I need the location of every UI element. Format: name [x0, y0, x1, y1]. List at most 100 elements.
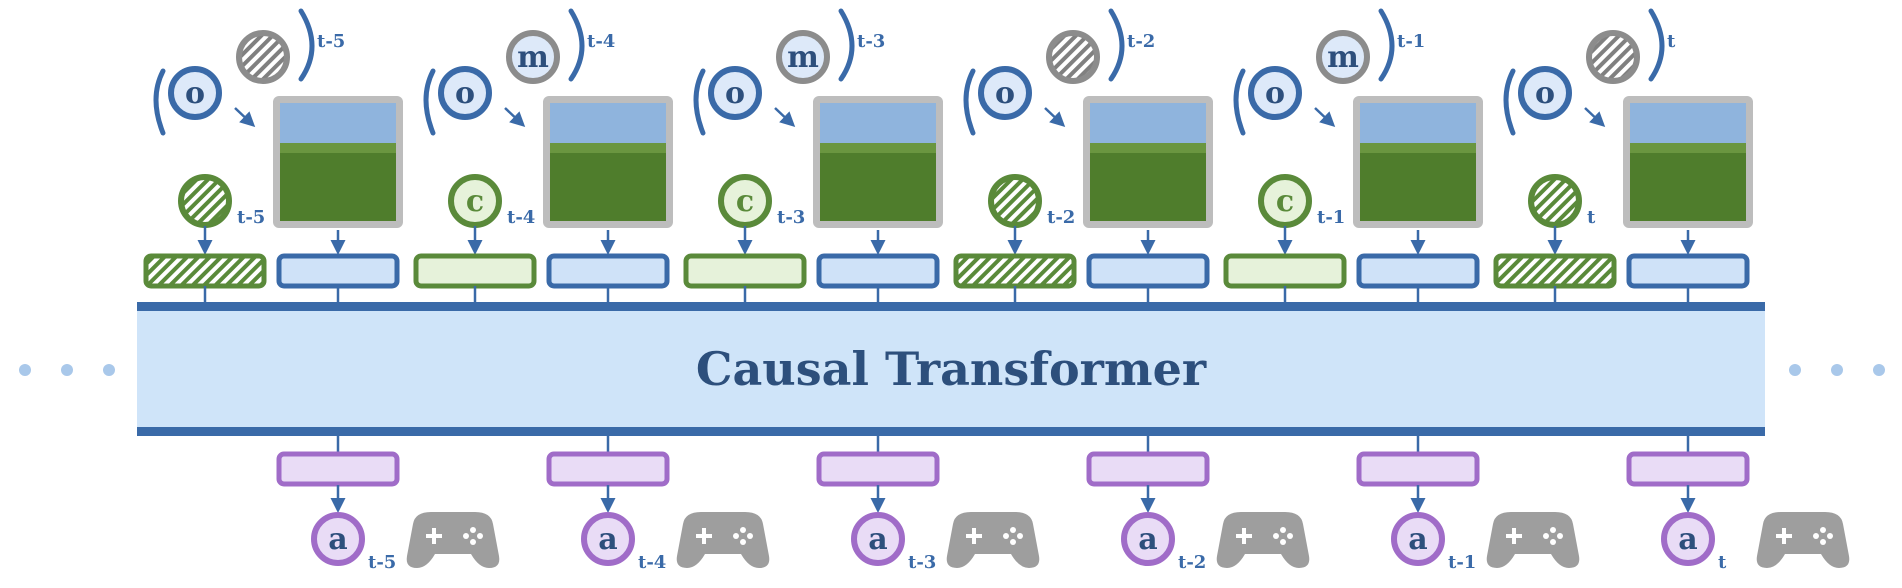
gamepad-icon [946, 512, 1040, 568]
action-letter: a [1678, 522, 1697, 557]
action-subscript: t-2 [1178, 552, 1206, 573]
gamepad-button [1543, 533, 1549, 539]
condition-token-empty [1528, 174, 1582, 228]
condition-token-empty [988, 174, 1042, 228]
frame-ground [820, 150, 936, 221]
gamepad-icon [406, 512, 500, 568]
gamepad-button [1827, 533, 1833, 539]
action-letter: a [868, 522, 887, 557]
condition-letter: c [1276, 184, 1294, 219]
gamepad-dpad-v [702, 528, 706, 544]
memory-subscript: t-4 [587, 31, 615, 52]
memory-token-empty [1586, 30, 1640, 84]
condition-token [448, 174, 502, 228]
observation-arrow [504, 107, 526, 128]
frame-horizon [1360, 143, 1476, 153]
frame-ground [280, 150, 396, 221]
action-token [1391, 512, 1445, 566]
frame-ground [1630, 150, 1746, 221]
action-letter: a [1408, 522, 1427, 557]
condition-subscript: t-1 [1317, 207, 1345, 228]
transformer-title: Causal Transformer [696, 342, 1207, 396]
frame-horizon [820, 143, 936, 153]
condition-embedding [953, 253, 1077, 289]
condition-token [718, 174, 772, 228]
gamepad-button [747, 533, 753, 539]
bracket-right [1378, 8, 1395, 82]
observation-token [978, 66, 1032, 120]
gamepad-icon [1486, 512, 1580, 568]
condition-embedding [683, 253, 807, 289]
gamepad-button [740, 527, 746, 533]
observation-letter: o [995, 76, 1015, 111]
action-letter: a [598, 522, 617, 557]
frame-horizon [550, 143, 666, 153]
observation-embedding [816, 253, 940, 289]
condition-subscript: t-3 [777, 207, 805, 228]
condition-subscript: t-2 [1047, 207, 1075, 228]
gamepad-button [470, 527, 476, 533]
gamepad-button [1010, 539, 1016, 545]
action-token [311, 512, 365, 566]
memory-subscript: t-1 [1397, 31, 1425, 52]
observation-arrow [774, 107, 796, 128]
condition-subscript: t-5 [237, 207, 265, 228]
timestep-t-2: ot-2t-2at-2 [953, 8, 1310, 573]
memory-token [1316, 30, 1370, 84]
memory-token [506, 30, 560, 84]
observation-token [708, 66, 762, 120]
bracket-left [153, 68, 166, 136]
action-subscript: t-5 [368, 552, 396, 573]
ellipsis-right-icon [1789, 364, 1885, 376]
action-token [1121, 512, 1175, 566]
gamepad-button [740, 539, 746, 545]
observation-letter: o [1535, 76, 1555, 111]
memory-token-empty [1046, 30, 1100, 84]
condition-subscript: t [1587, 207, 1596, 228]
bracket-left [693, 68, 706, 136]
condition-letter: c [736, 184, 754, 219]
condition-embedding [143, 253, 267, 289]
gamepad-button [1557, 533, 1563, 539]
observation-embedding [276, 253, 400, 289]
bracket-right [568, 8, 585, 82]
action-token [1661, 512, 1715, 566]
gamepad-button [1280, 539, 1286, 545]
ellipsis-left-icon [19, 364, 115, 376]
memory-subscript: t-2 [1127, 31, 1155, 52]
frame-horizon [1630, 143, 1746, 153]
action-embedding [1356, 451, 1480, 487]
condition-token-empty [178, 174, 232, 228]
gamepad-button [1820, 539, 1826, 545]
observation-letter: o [1265, 76, 1285, 111]
observation-embedding [546, 253, 670, 289]
memory-subscript: t-5 [317, 31, 345, 52]
observation-arrow [1044, 107, 1066, 128]
action-subscript: t-4 [638, 552, 666, 573]
gamepad-button [1550, 539, 1556, 545]
frame-horizon [280, 143, 396, 153]
gamepad-button [1280, 527, 1286, 533]
gamepad-button [1550, 527, 1556, 533]
gamepad-button [1287, 533, 1293, 539]
action-subscript: t [1718, 552, 1727, 573]
action-embedding [276, 451, 400, 487]
condition-subscript: t-4 [507, 207, 535, 228]
gamepad-button [1017, 533, 1023, 539]
gamepad-icon [676, 512, 770, 568]
observation-token [1518, 66, 1572, 120]
observation-token [168, 66, 222, 120]
condition-embedding [1493, 253, 1617, 289]
memory-letter: m [517, 40, 549, 75]
gamepad-dpad-v [1782, 528, 1786, 544]
gamepad-button [1813, 533, 1819, 539]
observation-letter: o [185, 76, 205, 111]
memory-subscript: t [1667, 31, 1676, 52]
gamepad-dpad-v [1512, 528, 1516, 544]
gamepad-button [1010, 527, 1016, 533]
timestep-t-5: ot-5t-5at-5 [143, 8, 500, 573]
